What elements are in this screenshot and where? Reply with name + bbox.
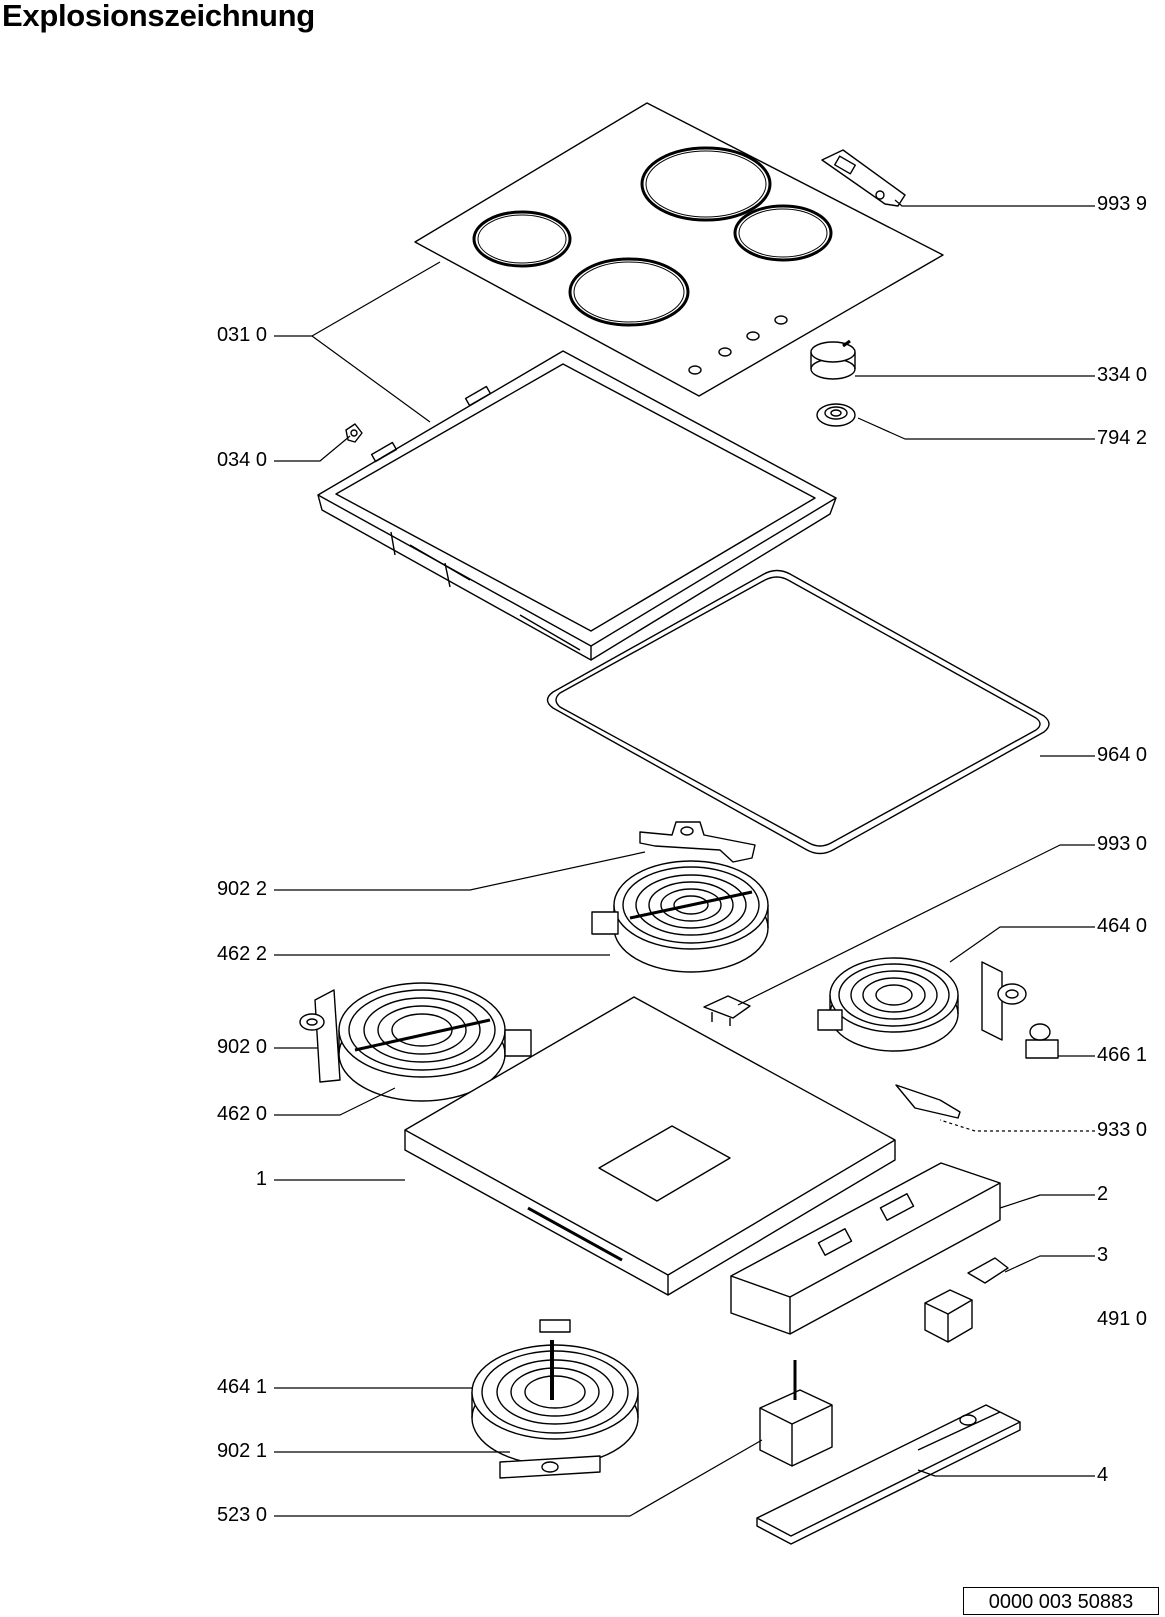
hotplate-ring-large (640, 146, 772, 222)
part-label-034-0: 034 0 (216, 449, 267, 471)
cable-clamp (967, 1257, 1009, 1284)
fixing-clip (345, 423, 363, 443)
bracket-933-0 (895, 1084, 961, 1119)
terminal-block (924, 1289, 973, 1343)
leader-lines (274, 199, 1095, 1517)
seal-gasket (546, 569, 1050, 855)
part-label-462-0: 462 0 (216, 1103, 267, 1125)
part-label-464-0: 464 0 (1097, 915, 1148, 937)
part-label-993-0: 993 0 (1097, 833, 1148, 855)
part-label-4: 4 (1097, 1464, 1109, 1486)
hotplate-ring-front (568, 257, 690, 327)
clip-993-0 (703, 995, 751, 1026)
mounting-bracket-902-0 (299, 989, 341, 1083)
radiant-heater-464-0 (817, 957, 1027, 1052)
glass-ceramic-top (414, 102, 944, 397)
part-label-466-1: 466 1 (1097, 1044, 1148, 1066)
hotplate-ring-left (472, 210, 572, 268)
document-number-box: 0000 003 50883 (963, 1587, 1159, 1615)
part-label-902-1: 902 1 (216, 1440, 267, 1462)
part-label-933-0: 933 0 (1097, 1119, 1148, 1141)
knob-bezel (816, 403, 856, 427)
radiant-heater-462-0 (338, 982, 532, 1102)
cover-strip (756, 1404, 1021, 1545)
mounting-bracket-902-1 (499, 1455, 601, 1479)
part-label-2: 2 (1097, 1183, 1109, 1205)
retaining-clip (821, 149, 906, 207)
part-label-334-0: 334 0 (1097, 364, 1148, 386)
radiant-heater-464-1 (471, 1319, 639, 1466)
part-label-902-2: 902 2 (216, 878, 267, 900)
hob-frame (317, 350, 837, 661)
part-label-794-2: 794 2 (1097, 427, 1148, 449)
radiant-heater-462-2 (591, 860, 769, 973)
control-knob (810, 339, 856, 380)
part-label-491-0: 491 0 (1097, 1308, 1148, 1330)
part-label-031-0: 031 0 (216, 324, 267, 346)
base-tray (404, 996, 896, 1296)
thermal-limiter-466-1 (1025, 1023, 1059, 1059)
part-label-462-2: 462 2 (216, 943, 267, 965)
hotplate-ring-right (733, 204, 833, 262)
part-label-3: 3 (1097, 1244, 1109, 1266)
part-label-902-0: 902 0 (216, 1036, 267, 1058)
part-label-1: 1 (255, 1168, 267, 1190)
part-label-523-0: 523 0 (216, 1504, 267, 1526)
part-label-964-0: 964 0 (1097, 744, 1148, 766)
mounting-bracket-902-2 (639, 821, 756, 863)
part-label-464-1: 464 1 (216, 1376, 267, 1398)
page-title: Explosionszeichnung (2, 0, 315, 33)
part-label-993-9: 993 9 (1097, 193, 1148, 215)
connector-housing (730, 1162, 1001, 1335)
energy-regulator (759, 1360, 833, 1467)
